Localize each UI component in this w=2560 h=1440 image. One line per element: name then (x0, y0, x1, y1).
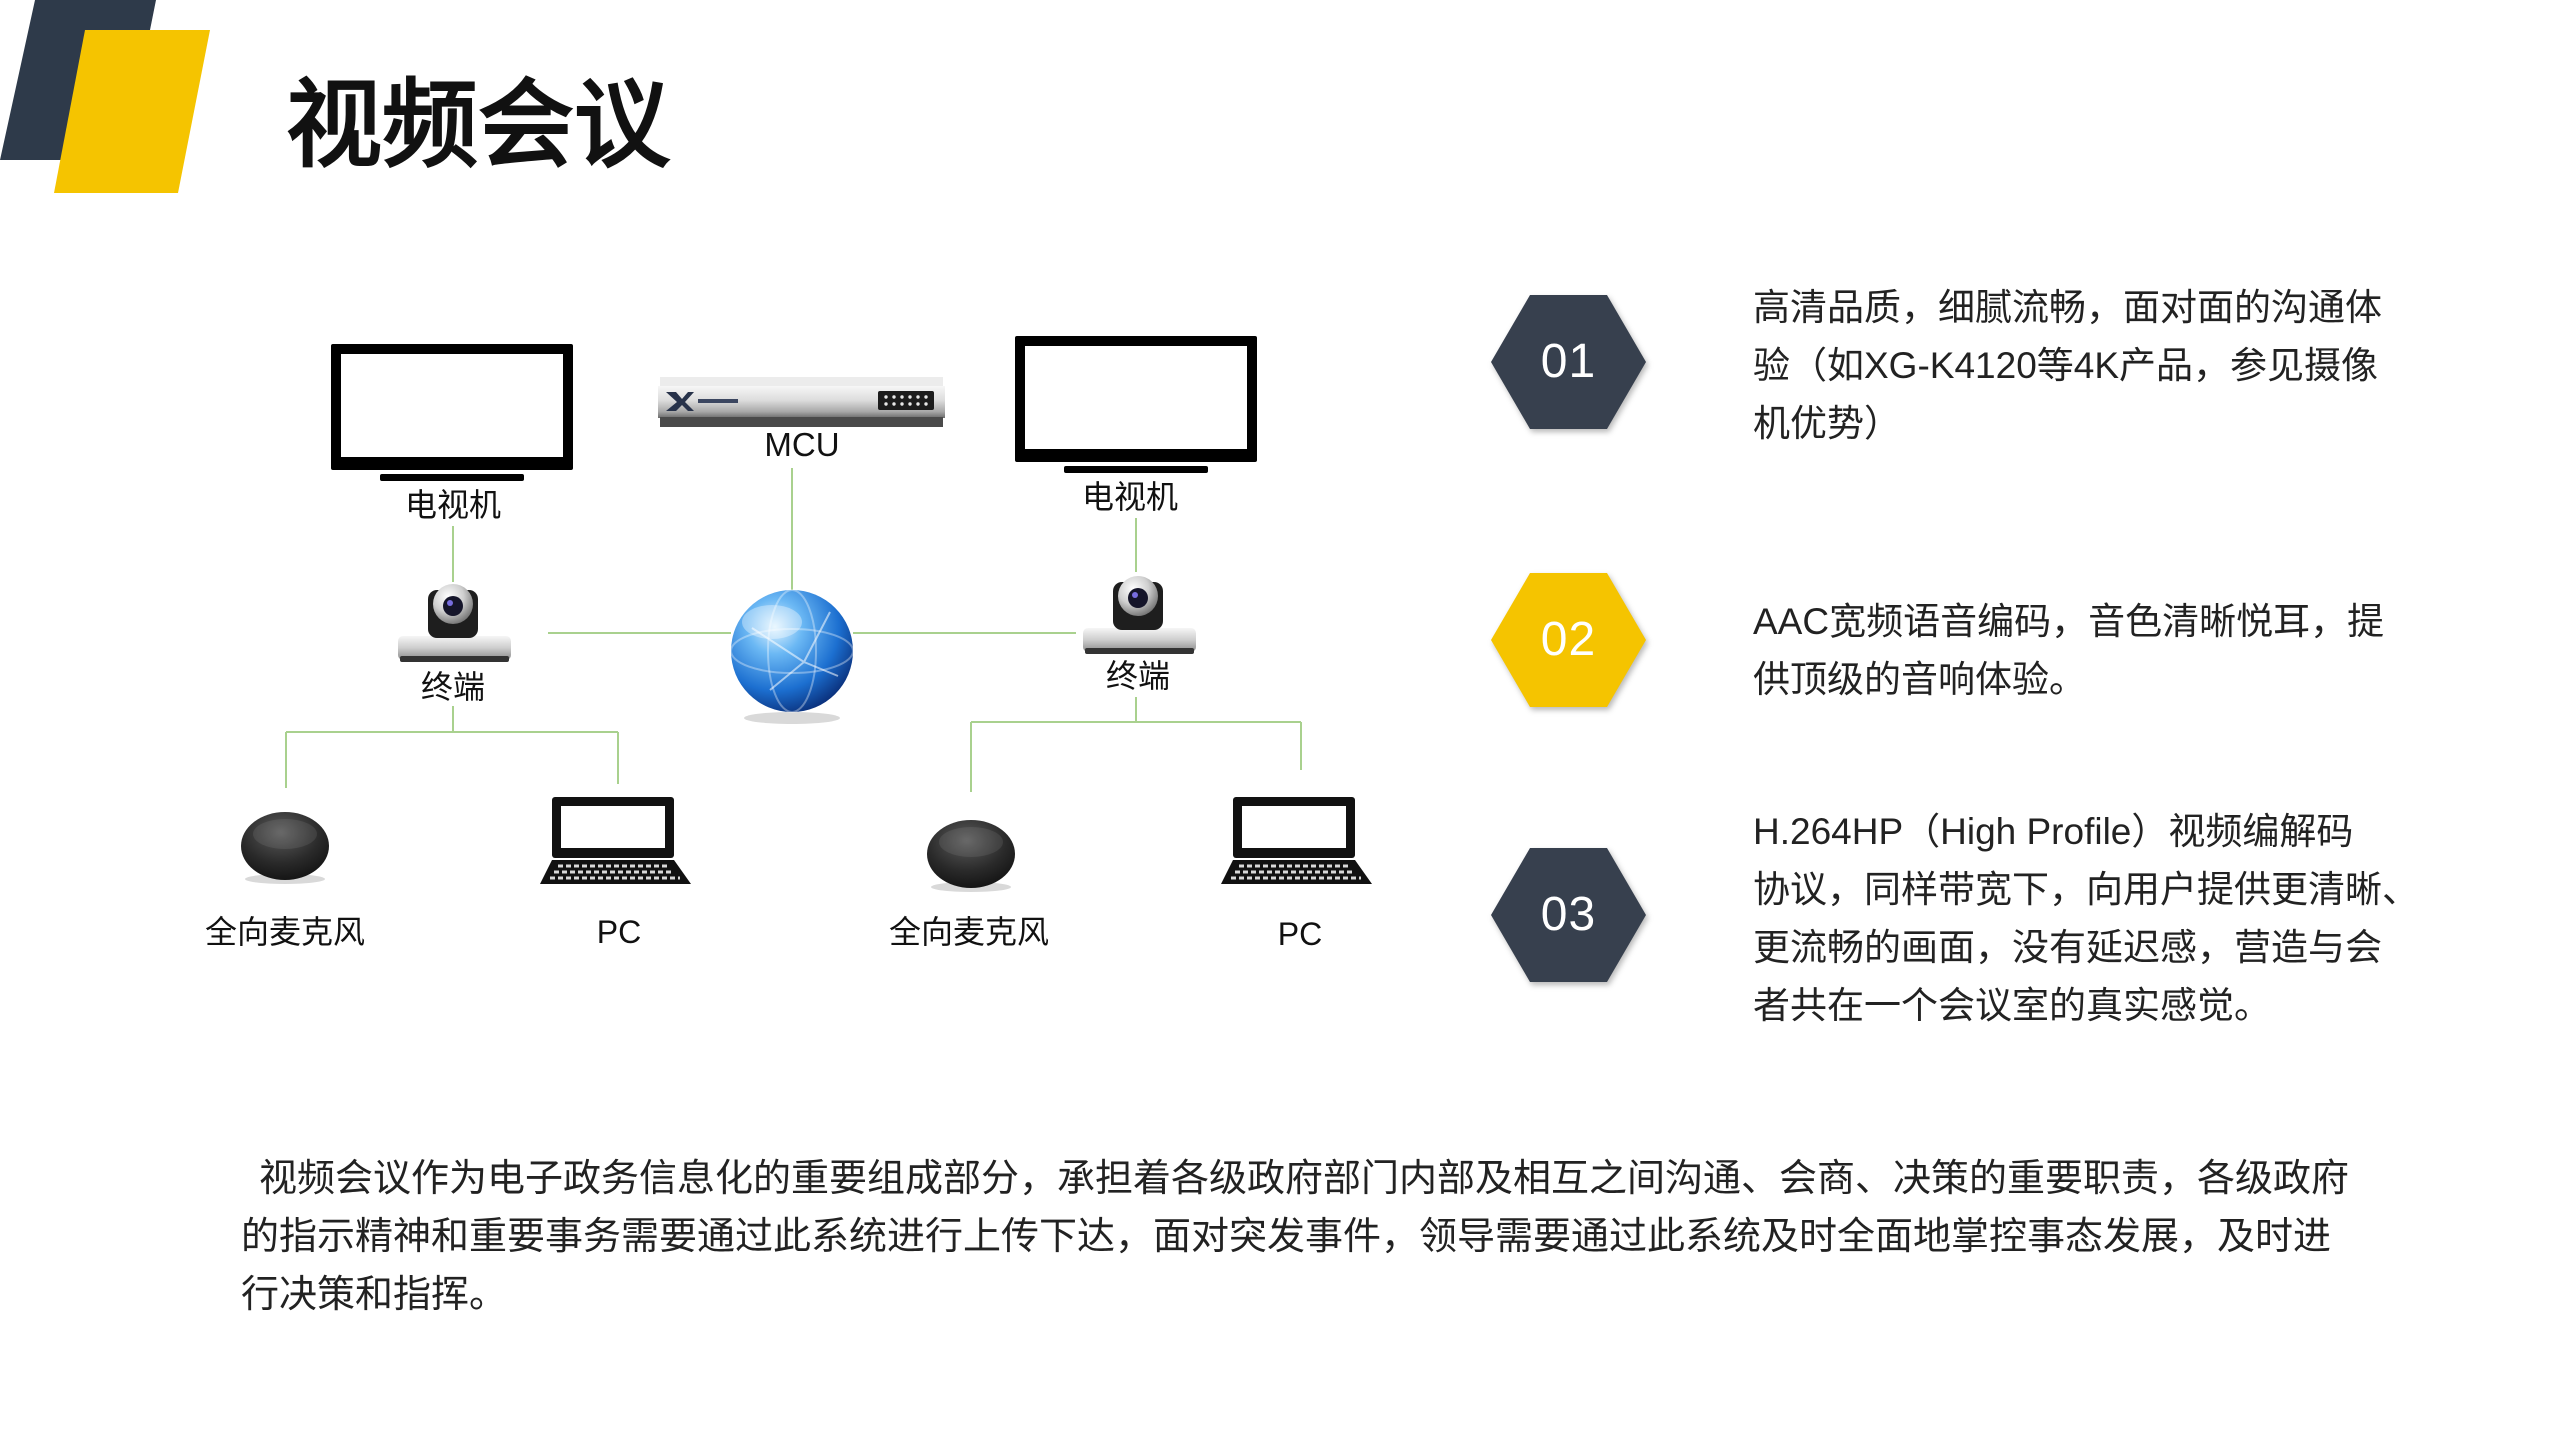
mic-body (241, 812, 329, 880)
terminal-left-camera-icon (398, 584, 511, 662)
terminal-left-label: 终端 (421, 669, 485, 705)
mic-body (927, 820, 1015, 888)
mcu-dot (900, 395, 904, 399)
hexagon-fill (1491, 573, 1646, 707)
mcu-button-panel (878, 391, 934, 410)
feature-3-line: 更流畅的画面，没有延迟感，营造与会 (1753, 927, 2382, 968)
mcu-dot (924, 402, 928, 406)
hexagon-shape (1491, 295, 1646, 429)
microphone-right-label: 全向麦克风 (889, 914, 1049, 950)
mcu-dot (924, 395, 928, 399)
hexagon-fill (1491, 295, 1646, 429)
mcu-dot (892, 395, 896, 399)
feature-1-line: 高清品质，细腻流畅，面对面的沟通体 (1753, 287, 2382, 328)
laptop-screen (1242, 806, 1346, 848)
pc-right-label: PC (1278, 916, 1322, 952)
feature-1-badge: 01 (1491, 295, 1646, 429)
camera-base-strip (1085, 648, 1194, 654)
tv-screen (341, 354, 563, 457)
tv-stand (380, 474, 524, 481)
hexagon-shape (1491, 848, 1646, 982)
corner-decoration (0, 0, 210, 193)
microphone-right-icon (927, 820, 1015, 892)
feature-2-text: AAC宽频语音编码，音色清晰悦耳，提 供顶级的音响体验。 (1753, 593, 2384, 709)
feature-3-badge: 03 (1491, 848, 1646, 982)
feature-2-badge: 02 (1491, 573, 1646, 707)
laptop-keys (1231, 864, 1361, 880)
laptop-keys (550, 864, 680, 880)
mcu-dot (892, 402, 896, 406)
mcu-logo-mark (666, 392, 694, 411)
feature-3-line: H.264HP（High Profile）视频编解码 (1753, 811, 2354, 852)
laptop-left-icon (540, 797, 691, 884)
globe-network-lines (751, 611, 839, 691)
mic-highlight (253, 819, 317, 849)
mcu-dot (916, 395, 920, 399)
page-title: 视频会议 (286, 72, 670, 179)
tv-left-label: 电视机 (405, 487, 501, 523)
summary-line: 视频会议作为电子政务信息化的重要组成部分，承担着各级政府部门内部及相互之间沟通、… (259, 1158, 2350, 1200)
feature-1-line: 机优势） (1753, 403, 1901, 444)
mcu-top-face (660, 377, 943, 387)
connector-lines (285, 468, 1302, 792)
microphone-left-icon (241, 812, 329, 884)
terminal-right-label: 终端 (1106, 658, 1170, 694)
tv-stand (1064, 466, 1208, 473)
globe-shadow (744, 712, 840, 724)
hexagon-shape (1491, 573, 1646, 707)
feature-1-number: 01 (1540, 335, 1597, 388)
mcu-dot (884, 395, 888, 399)
decor-yellow-bar (54, 30, 210, 193)
feature-3-number: 03 (1540, 888, 1597, 941)
camera-base-strip (400, 656, 509, 662)
mcu-dot (908, 395, 912, 399)
network-diagram: 电视机 MCU 电视机 终端 终端 全向麦克风 PC 全向麦克风 PC (205, 336, 1372, 952)
camera-base (398, 636, 511, 660)
microphone-left-label: 全向麦克风 (205, 914, 365, 950)
globe-longitude (767, 589, 817, 713)
hexagon-fill (1491, 848, 1646, 982)
terminal-right-camera-icon (1083, 576, 1196, 654)
mic-highlight (939, 827, 1003, 857)
summary-paragraph: 视频会议作为电子政务信息化的重要组成部分，承担着各级政府部门内部及相互之间沟通、… (241, 1150, 2349, 1324)
camera-lens-glint (447, 600, 453, 606)
feature-2-number: 02 (1540, 613, 1597, 666)
globe-sphere (731, 590, 853, 712)
camera-lens-glint (1132, 592, 1138, 598)
laptop-screen (561, 806, 665, 848)
mcu-dot (900, 402, 904, 406)
feature-3-line: 者共在一个会议室的真实感觉。 (1753, 985, 2271, 1026)
tv-screen (1025, 346, 1247, 449)
feature-3-text: H.264HP（High Profile）视频编解码 协议，同样带宽下，向用户提… (1753, 803, 2419, 1035)
tv-right-icon (1015, 336, 1257, 473)
tv-right-label: 电视机 (1082, 479, 1178, 515)
camera-lens (1128, 588, 1148, 608)
tv-left-icon (331, 344, 573, 481)
mcu-bottom-edge (660, 417, 943, 427)
mcu-indicator-dots (884, 395, 928, 406)
mcu-logo-bar (698, 399, 738, 403)
mcu-dot (916, 402, 920, 406)
globe-icon (730, 589, 854, 724)
feature-1-line: 验（如XG-K4120等4K产品，参见摄像 (1753, 345, 2379, 386)
summary-line: 的指示精神和重要事务需要通过此系统进行上传下达，面对突发事件，领导需要通过此系统… (241, 1216, 2332, 1258)
pc-left-label: PC (597, 914, 641, 950)
feature-3-line: 协议，同样带宽下，向用户提供更清晰、 (1753, 869, 2419, 910)
feature-1-text: 高清品质，细腻流畅，面对面的沟通体 验（如XG-K4120等4K产品，参见摄像 … (1753, 279, 2382, 453)
camera-base (1083, 628, 1196, 652)
laptop-right-icon (1221, 797, 1372, 884)
mcu-dot (908, 402, 912, 406)
globe-highlight (742, 605, 802, 639)
feature-2-line: 供顶级的音响体验。 (1753, 659, 2086, 700)
feature-2-line: AAC宽频语音编码，音色清晰悦耳，提 (1753, 601, 2385, 642)
mcu-label: MCU (764, 426, 839, 463)
mcu-device-icon (658, 377, 945, 427)
camera-lens (443, 596, 463, 616)
summary-line: 行决策和指挥。 (241, 1274, 508, 1316)
mcu-dot (884, 402, 888, 406)
